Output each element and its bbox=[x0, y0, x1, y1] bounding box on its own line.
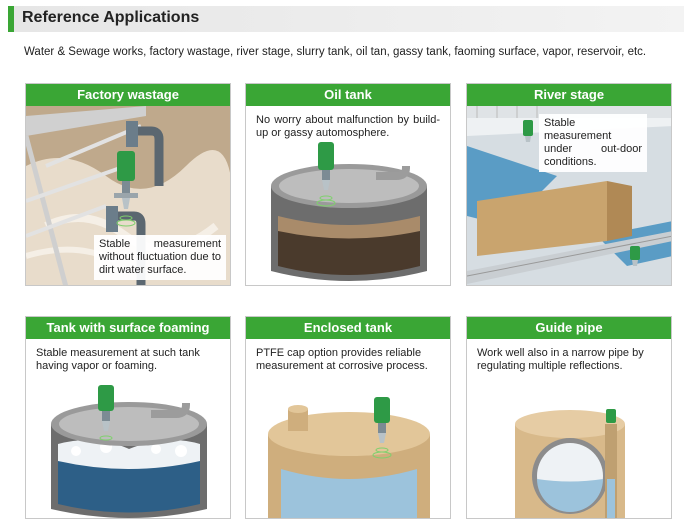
panel-title: Factory wastage bbox=[26, 84, 230, 106]
level-sensor-icon bbox=[114, 151, 138, 209]
panel-description: Stable measurement at such tank having v… bbox=[36, 347, 200, 372]
panel-title: River stage bbox=[467, 84, 671, 106]
guide-pipe-illustration bbox=[515, 409, 625, 518]
oil-tank-illustration bbox=[271, 142, 427, 281]
panel-enclosed-tank: Enclosed tank PTFE cap option provides r… bbox=[245, 316, 451, 519]
panel-description: Stable measurement without fluctuation d… bbox=[94, 235, 226, 280]
section-header: Reference Applications bbox=[8, 6, 684, 32]
panel-title: Oil tank bbox=[246, 84, 450, 106]
level-sensor-icon bbox=[523, 120, 533, 142]
panel-factory-wastage: Factory wastage Stable measurement witho… bbox=[25, 83, 231, 286]
level-sensor-icon bbox=[318, 142, 334, 190]
panel-description: Stable measurement under out-door condit… bbox=[539, 114, 647, 172]
panel-title: Guide pipe bbox=[467, 317, 671, 339]
panel-guide-pipe: Guide pipe Work well also in a narrow pi… bbox=[466, 316, 672, 519]
panel-description: No worry about malfunction by build-up o… bbox=[256, 114, 440, 139]
intro-text: Water & Sewage works, factory wastage, r… bbox=[24, 46, 647, 58]
panel-title: Enclosed tank bbox=[246, 317, 450, 339]
header-accent-bar bbox=[8, 6, 14, 32]
panel-tank-surface-foaming: Tank with surface foaming Stable measure… bbox=[25, 316, 231, 519]
level-sensor-icon bbox=[630, 246, 640, 266]
panel-oil-tank: Oil tank No worry about malfunction by b… bbox=[245, 83, 451, 286]
foaming-tank-illustration bbox=[51, 385, 207, 518]
level-sensor-icon bbox=[374, 397, 390, 443]
level-sensor-icon bbox=[98, 385, 114, 431]
level-sensor-icon bbox=[606, 409, 616, 423]
panel-description: Work well also in a narrow pipe by regul… bbox=[477, 347, 644, 372]
panel-river-stage: River stage Stable measurement under out… bbox=[466, 83, 672, 286]
page-title: Reference Applications bbox=[22, 9, 200, 26]
panel-title: Tank with surface foaming bbox=[26, 317, 230, 339]
enclosed-tank-illustration bbox=[268, 397, 430, 518]
panel-description: PTFE cap option provides reliable measur… bbox=[256, 347, 428, 372]
